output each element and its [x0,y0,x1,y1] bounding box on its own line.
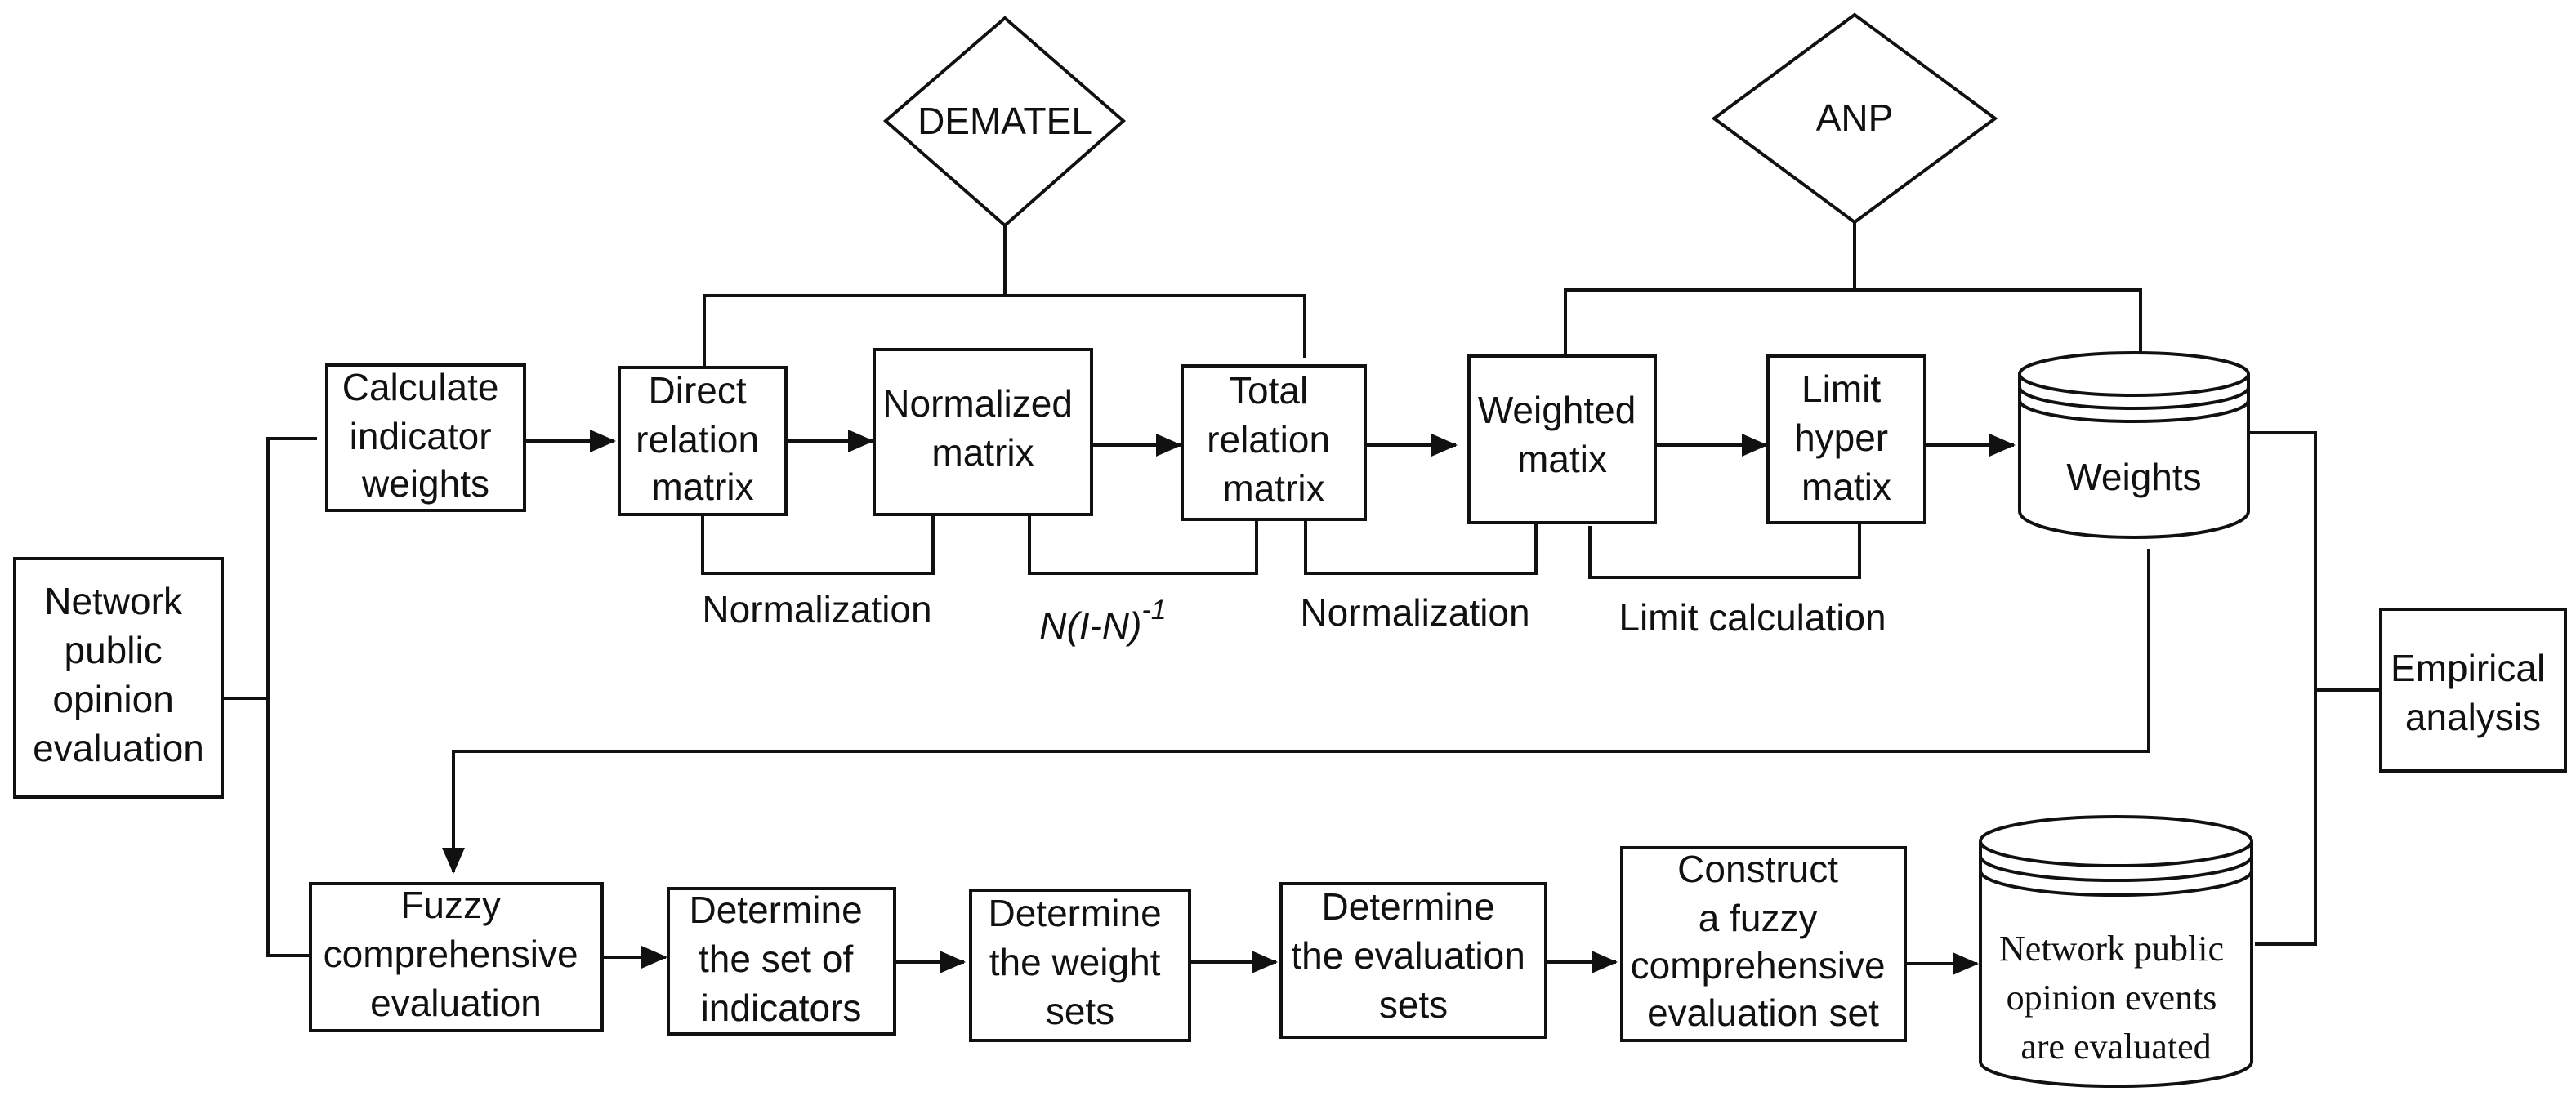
node-events-evaluated-label: Network public opinion events are evalua… [1999,929,2233,1067]
node-determine-indicators-label: Determine the set of indicators [690,889,873,1029]
connector-left-bracket [266,437,317,957]
node-normalized-matrix: Normalized matrix [873,348,1093,516]
edge-label-limit-calculation: Limit calculation [1618,596,1886,639]
node-limit-hyper-matix-label: Limit hyper matix [1794,368,1899,508]
node-network-evaluation: Network public opinion evaluation [13,557,224,799]
decision-dematel: DEMATEL [882,16,1127,228]
decision-anp: ANP [1711,12,1998,225]
node-direct-relation-matrix: Direct relation matrix [618,366,788,516]
node-calculate-weights-label: Calculate indicator weights [342,366,510,505]
node-determine-weight-sets-label: Determine the weight sets [989,892,1172,1032]
node-fuzzy-evaluation-label: Fuzzy comprehensive evaluation [324,884,589,1024]
decision-dematel-label: DEMATEL [917,100,1092,142]
connector-inverse [1028,515,1258,575]
node-direct-relation-matrix-label: Direct relation matrix [636,369,770,508]
connector-dematel-bracket [703,294,1306,368]
edge-label-normalization-1: Normalization [702,588,931,630]
node-normalized-matrix-label: Normalized matrix [882,382,1083,474]
decision-anp-label: ANP [1816,96,1894,139]
connector-normalization-2 [1304,519,1538,575]
node-empirical-analysis: Empirical analysis [2379,608,2567,773]
node-determine-indicators: Determine the set of indicators [667,887,896,1036]
node-determine-weight-sets: Determine the weight sets [969,889,1191,1042]
connector-weights-right [2248,431,2317,946]
node-network-evaluation-label: Network public opinion evaluation [33,580,204,769]
node-weighted-matix: Weighted matix [1467,354,1657,524]
node-weighted-matix-label: Weighted matix [1478,389,1646,480]
node-construct-fuzzy-set: Construct a fuzzy comprehensive evaluati… [1620,846,1907,1042]
node-empirical-analysis-label: Empirical analysis [2391,647,2556,738]
node-events-evaluated-database: Network public opinion events are evalua… [1979,815,2253,1088]
node-weights-database: Weights [2018,351,2250,539]
node-determine-evaluation-sets-label: Determine the evaluation sets [1291,885,1535,1026]
node-calculate-weights: Calculate indicator weights [325,363,526,512]
arrow-weights-to-fuzzy [442,549,2150,874]
connector-anp-bracket [1564,288,2142,358]
connector-limit-calc [1588,523,1861,579]
node-weights-label: Weights [2066,456,2201,498]
edge-label-normalization-2: Normalization [1300,591,1529,634]
edge-label-inverse-formula: N(I-N)-1 [1039,595,1166,647]
node-construct-fuzzy-set-label: Construct a fuzzy comprehensive evaluati… [1631,848,1896,1034]
connector-normalization-1 [701,515,935,575]
node-total-relation-matrix: Total relation matrix [1181,364,1367,521]
node-limit-hyper-matix: Limit hyper matix [1766,354,1926,524]
node-determine-evaluation-sets: Determine the evaluation sets [1279,882,1547,1039]
node-total-relation-matrix-label: Total relation matrix [1207,369,1341,510]
node-fuzzy-evaluation: Fuzzy comprehensive evaluation [309,882,604,1032]
